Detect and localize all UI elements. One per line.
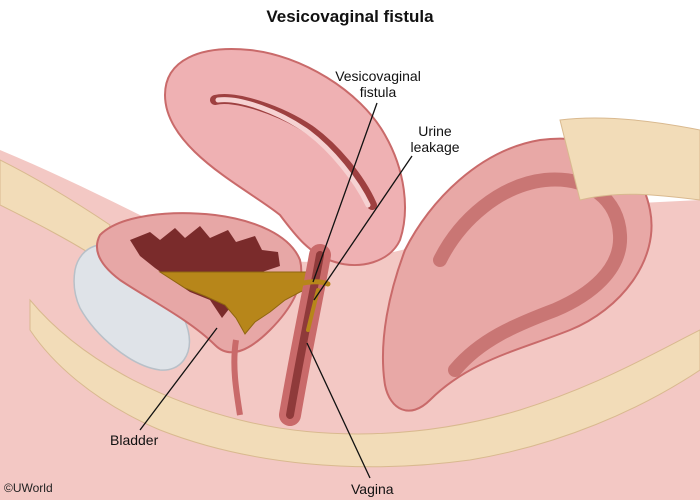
copyright-credit: ©UWorld [4, 481, 53, 495]
urine-label-line1: Urine [418, 123, 452, 139]
urethra [231, 339, 243, 416]
urine-label-line2: leakage [410, 139, 460, 155]
urine-leakage-label: Urine leakage [405, 123, 465, 155]
bladder-leader-line [139, 327, 218, 431]
fistula-label: Vesicovaginal fistula [326, 68, 430, 100]
bladder-label: Bladder [110, 432, 159, 448]
urine-leakage-leader-line [313, 155, 413, 301]
uterine-cavity-inner [215, 97, 371, 208]
vagina-label: Vagina [351, 481, 394, 497]
fistula-label-line2: fistula [359, 84, 397, 100]
sacral-tissue [559, 117, 700, 201]
urine-leak-in-vagina [306, 288, 320, 332]
fistula-leader-line [312, 102, 378, 283]
rectum [382, 137, 653, 412]
fistula-label-line1: Vesicovaginal [335, 68, 421, 84]
vagina-leader-line [306, 342, 371, 479]
fat-layer-lower [29, 298, 700, 468]
diagram-title: Vesicovaginal fistula [266, 7, 434, 26]
rectal-lumen [433, 172, 628, 377]
